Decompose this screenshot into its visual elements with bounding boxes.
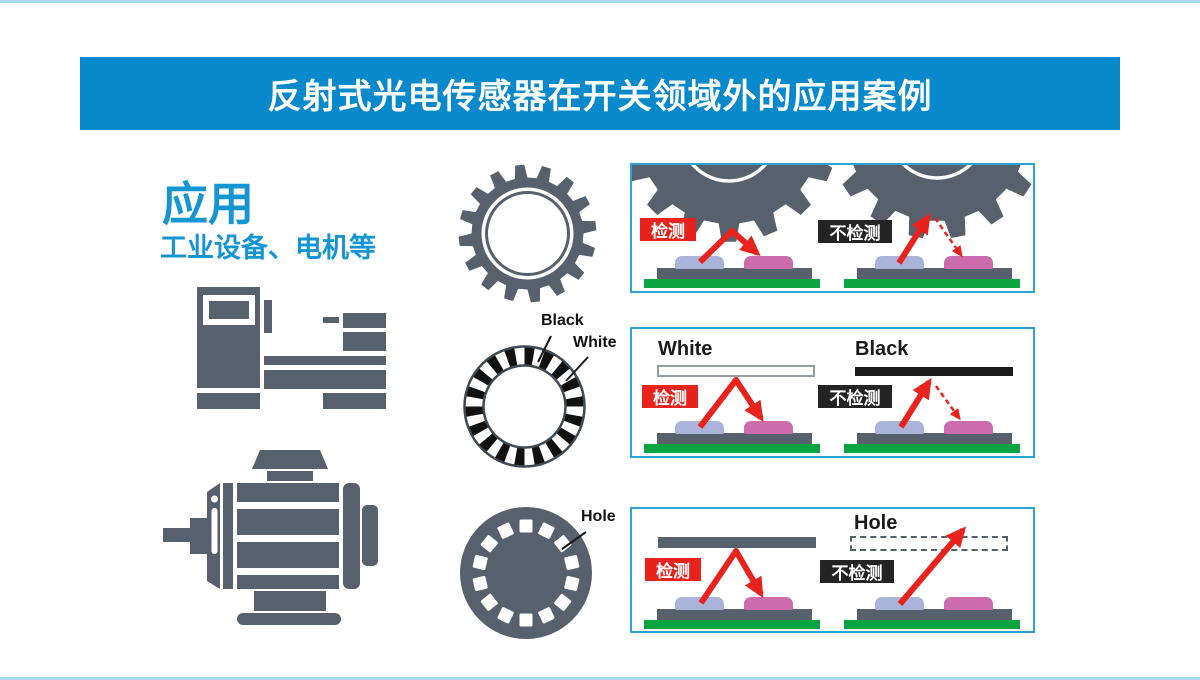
application-subheading: 工业设备、电机等 (160, 233, 376, 263)
no-detect-badge: 不检测 (818, 220, 892, 243)
application-heading: 应用 (162, 178, 254, 230)
sensor-body (657, 268, 812, 279)
sensor-pcb-green (844, 620, 1020, 629)
encoder-leader-lines (537, 335, 589, 382)
white-title: White (658, 338, 713, 360)
black-white-ring-icon (463, 345, 586, 468)
hole-title: Hole (854, 512, 898, 534)
reflective-sensor (644, 597, 822, 629)
sensor-receiver (744, 597, 793, 610)
sensor-pcb-green (644, 444, 820, 453)
no-detect-badge: 不检测 (818, 385, 892, 408)
sensor-emitter (675, 256, 724, 269)
perforated-disc-icon (460, 507, 592, 639)
sensor-emitter (875, 256, 924, 269)
white-surface-bar (657, 365, 815, 377)
sensor-emitter (875, 421, 924, 434)
hole-annotation: Hole (581, 508, 616, 525)
slide-title-banner: 反射式光电传感器在开关领域外的应用案例 (80, 57, 1120, 130)
sensor-emitter (675, 421, 724, 434)
sensor-body (657, 609, 812, 620)
detect-badge: 检测 (645, 558, 701, 581)
panel-hole-detection: Hole 检测 不检测 (630, 507, 1035, 633)
hole-dashed-outline (850, 536, 1008, 551)
reflective-sensor (644, 256, 822, 288)
reflective-sensor (844, 421, 1022, 453)
sensor-receiver (944, 256, 993, 269)
disc-leader-line (561, 531, 587, 550)
solid-surface-bar (658, 537, 816, 548)
sensor-pcb-green (844, 444, 1020, 453)
sensor-pcb-green (644, 279, 820, 288)
black-surface-bar (855, 367, 1013, 376)
panel-white-black-detection: White Black 检测 不检测 (630, 327, 1035, 458)
detect-badge: 检测 (642, 385, 698, 408)
slide-title: 反射式光电传感器在开关领域外的应用案例 (267, 78, 933, 116)
sensor-emitter (675, 597, 724, 610)
sensor-receiver (744, 256, 793, 269)
sensor-body (857, 433, 1012, 444)
sensor-pcb-green (844, 279, 1020, 288)
panel-gear-graphics (632, 165, 1032, 242)
panel-gear-detection: 检测 不检测 (630, 163, 1035, 293)
electric-motor-icon (163, 450, 378, 625)
sensor-receiver (944, 421, 993, 434)
sensor-body (857, 609, 1012, 620)
reflective-sensor (644, 421, 822, 453)
sensor-pcb-green (644, 620, 820, 629)
top-border-line (0, 0, 1200, 3)
sensor-body (657, 433, 812, 444)
black-title: Black (855, 338, 909, 360)
sensor-receiver (744, 421, 793, 434)
detect-badge: 检测 (640, 218, 696, 241)
sensor-body (857, 268, 1012, 279)
white-annotation: White (573, 334, 617, 351)
gear-icon (458, 164, 597, 303)
reflective-sensor (844, 597, 1022, 629)
industrial-machine-icon (197, 287, 386, 409)
sensor-emitter (875, 597, 924, 610)
reflective-sensor (844, 256, 1022, 288)
no-detect-badge: 不检测 (820, 560, 894, 583)
black-annotation: Black (541, 312, 584, 329)
sensor-receiver (944, 597, 993, 610)
bottom-border-line (0, 677, 1200, 680)
